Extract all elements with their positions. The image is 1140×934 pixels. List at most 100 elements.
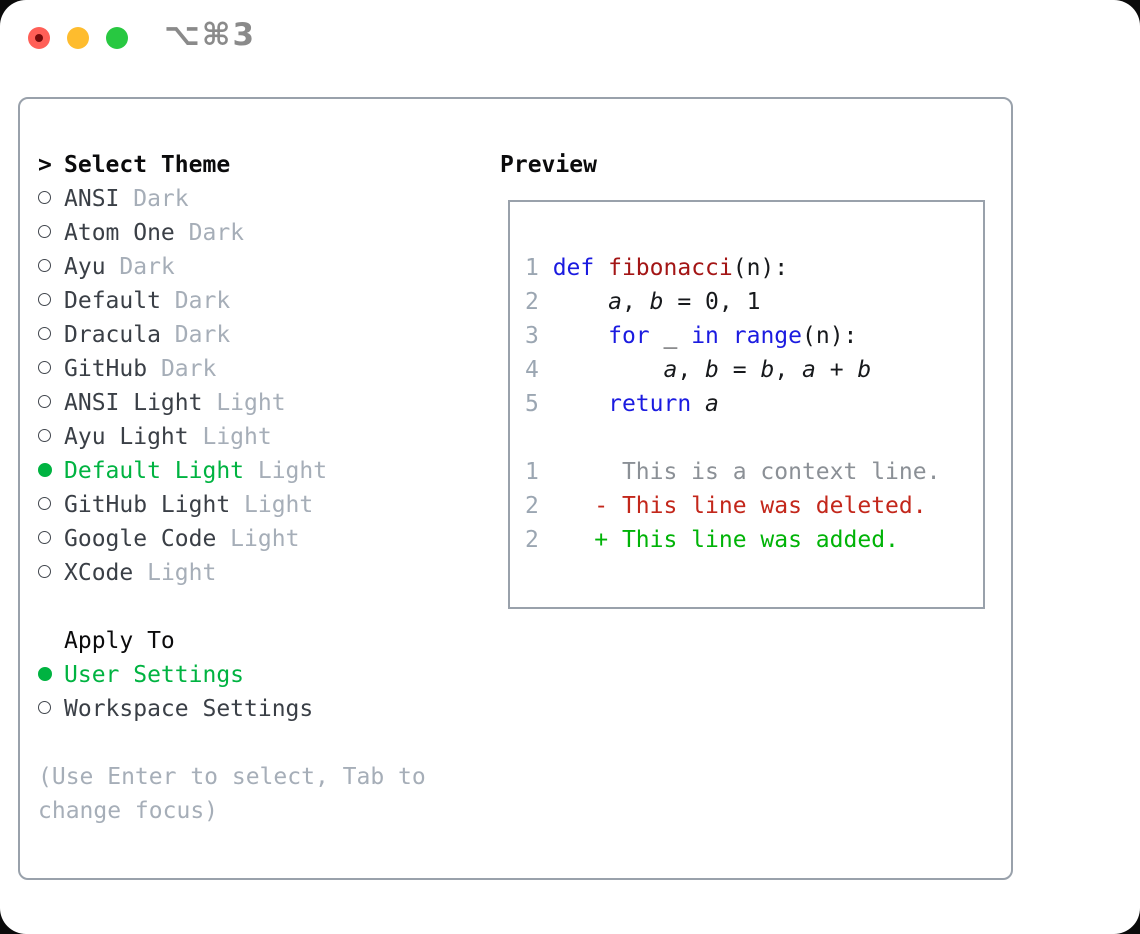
- code-token: a: [608, 289, 622, 315]
- radio-icon: [38, 284, 64, 318]
- preview-header: Preview: [500, 152, 597, 178]
- radio-icon: [38, 692, 64, 726]
- theme-variant: Dark: [160, 288, 231, 314]
- code-line: 1 def fibonacci(n):: [525, 251, 983, 285]
- code-token: +: [815, 357, 858, 383]
- apply-option-user-settings[interactable]: User Settings: [38, 658, 426, 692]
- close-button[interactable]: [28, 27, 50, 49]
- code-token: return: [608, 391, 692, 417]
- theme-name: Ayu Light: [64, 424, 189, 450]
- theme-variant: Light: [244, 458, 328, 484]
- diff-line-add: 2 + This line was added.: [525, 523, 983, 557]
- select-theme-title: Select Theme: [64, 152, 231, 178]
- theme-option-xcode[interactable]: XCode Light: [38, 556, 426, 590]
- theme-option-dracula[interactable]: Dracula Dark: [38, 318, 426, 352]
- code-token: ,: [621, 289, 650, 315]
- radio-icon: [38, 216, 64, 250]
- apply-option-workspace-settings[interactable]: Workspace Settings: [38, 692, 426, 726]
- code-token: ,: [774, 357, 803, 383]
- theme-option-google-code[interactable]: Google Code Light: [38, 522, 426, 556]
- theme-option-ayu-light[interactable]: Ayu Light Light: [38, 420, 426, 454]
- apply-option-label: User Settings: [64, 662, 245, 688]
- code-line: 4 a, b = b, a + b: [525, 353, 983, 387]
- theme-name: GitHub: [64, 356, 148, 382]
- preview-blank-line: [525, 217, 983, 251]
- radio-icon: [38, 250, 64, 284]
- theme-variant: Dark: [160, 322, 231, 348]
- theme-variant: Light: [133, 560, 217, 586]
- theme-option-github-light[interactable]: GitHub Light Light: [38, 488, 426, 522]
- code-token: ,: [677, 357, 706, 383]
- diff-preview: 1 This is a context line.2 - This line w…: [525, 455, 983, 557]
- theme-variant: Light: [216, 526, 300, 552]
- line-number: 1: [525, 255, 553, 281]
- hint-text: (Use Enter to select, Tab to change focu…: [38, 760, 426, 828]
- theme-variant: Light: [230, 492, 314, 518]
- focus-caret-icon: >: [38, 152, 52, 178]
- radio-icon: [38, 522, 64, 556]
- theme-option-ansi-light[interactable]: ANSI Light Light: [38, 386, 426, 420]
- theme-name: Atom One: [64, 220, 175, 246]
- code-token: [691, 391, 705, 417]
- theme-variant: Dark: [174, 220, 245, 246]
- theme-option-ansi[interactable]: ANSI Dark: [38, 182, 426, 216]
- theme-name: ANSI: [64, 186, 120, 212]
- theme-option-atom-one[interactable]: Atom One Dark: [38, 216, 426, 250]
- code-line: 2 a, b = 0, 1: [525, 285, 983, 319]
- apply-option-label: Workspace Settings: [64, 696, 314, 722]
- line-number: 2: [525, 527, 553, 553]
- theme-variant: Dark: [119, 186, 189, 212]
- window-title: ⌥⌘3: [164, 17, 257, 53]
- code-token: b: [857, 357, 872, 383]
- radio-icon: [38, 318, 64, 352]
- line-number: 4: [525, 357, 553, 383]
- radio-icon: [38, 488, 64, 522]
- theme-name: GitHub Light: [64, 492, 231, 518]
- code-token: b: [705, 357, 719, 383]
- theme-option-ayu[interactable]: Ayu Dark: [38, 250, 426, 284]
- code-token: a: [663, 357, 678, 383]
- code-token: (n):: [732, 255, 789, 281]
- theme-option-github[interactable]: GitHub Dark: [38, 352, 426, 386]
- code-token: b: [760, 357, 775, 383]
- diff-line-del: 2 - This line was deleted.: [525, 489, 983, 523]
- preview-blank-line: [525, 421, 983, 455]
- theme-variant: Dark: [147, 356, 217, 382]
- theme-variant: Light: [188, 424, 272, 450]
- theme-name: Dracula: [64, 322, 161, 348]
- code-token: b: [649, 289, 664, 315]
- theme-name: Default: [64, 288, 161, 314]
- code-token: a: [705, 391, 719, 417]
- code-token: [553, 323, 608, 349]
- theme-name: Default Light: [64, 458, 245, 484]
- code-token: [719, 323, 733, 349]
- theme-option-default[interactable]: Default Dark: [38, 284, 426, 318]
- radio-icon: [38, 556, 64, 590]
- code-token: [553, 289, 608, 315]
- code-token: [553, 391, 608, 417]
- zoom-button[interactable]: [106, 27, 128, 49]
- code-token: =: [718, 357, 761, 383]
- radio-icon: [38, 352, 64, 386]
- diff-text: This is a context line.: [552, 459, 941, 485]
- close-dot-icon: [35, 34, 43, 42]
- code-token: in: [691, 323, 719, 349]
- apply-to-header: Apply To: [64, 628, 175, 654]
- radio-icon: [38, 182, 64, 216]
- diff-line-ctx: 1 This is a context line.: [525, 455, 983, 489]
- line-number: 3: [525, 323, 553, 349]
- code-token: fibonacci: [608, 255, 733, 281]
- theme-option-default-light[interactable]: Default Light Light: [38, 454, 426, 488]
- line-number: 1: [525, 459, 553, 485]
- code-token: [553, 357, 664, 383]
- minimize-button[interactable]: [67, 27, 89, 49]
- radio-selected-icon: [38, 658, 64, 692]
